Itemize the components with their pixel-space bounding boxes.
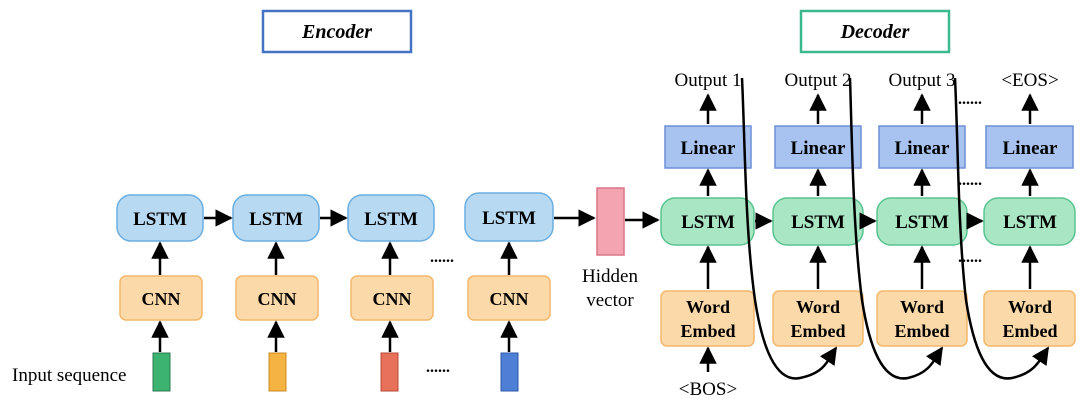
decoder-embed-line2: Embed bbox=[1002, 321, 1057, 341]
encoder-cnn-label: CNN bbox=[373, 289, 412, 309]
decoder-embed-line1: Word bbox=[686, 297, 730, 317]
encoder-cnn bbox=[235, 275, 319, 321]
decoder-embed-line1: Word bbox=[900, 297, 944, 317]
decoder-linear-label: Linear bbox=[1003, 138, 1058, 159]
encoder-lstm-label: LSTM bbox=[133, 209, 187, 230]
input-token-4 bbox=[500, 352, 519, 392]
encoder-title: Encoder bbox=[301, 21, 372, 43]
decoder-linear bbox=[664, 125, 752, 169]
encoder-ellipsis: ...... bbox=[430, 249, 454, 266]
encoder-cnn-label: CNN bbox=[258, 289, 297, 309]
decoder-ellipsis: ...... bbox=[958, 91, 982, 108]
decoder-linear bbox=[878, 125, 966, 169]
decoder-linear bbox=[774, 125, 862, 169]
decoder-embed bbox=[876, 290, 968, 347]
decoder-linear bbox=[985, 125, 1074, 169]
decoder-embed bbox=[660, 290, 755, 347]
encoder-lstm bbox=[347, 194, 435, 242]
encoder-lstm-label: LSTM bbox=[249, 209, 303, 230]
decoder-embed bbox=[772, 290, 864, 347]
encoder-lstm bbox=[232, 194, 320, 242]
input-token-3 bbox=[380, 352, 399, 392]
decoder-column-2: Output 2 Linear LSTM Word Embed bbox=[772, 70, 864, 347]
encoder-column-1: LSTM CNN bbox=[116, 194, 204, 392]
decoder-title: Decoder bbox=[840, 21, 910, 43]
encoder-lstm-label: LSTM bbox=[364, 209, 418, 230]
encoder-cnn bbox=[350, 275, 434, 321]
feedback-arrow-3 bbox=[953, 77, 1050, 380]
encoder-cnn bbox=[467, 275, 551, 321]
encoder-cnn bbox=[119, 275, 203, 321]
decoder-lstm bbox=[983, 197, 1076, 246]
encoder-lstm bbox=[464, 192, 554, 242]
feedback-arrow-1 bbox=[740, 77, 838, 380]
decoder-lstm bbox=[660, 197, 755, 246]
input-ellipsis: ...... bbox=[426, 359, 450, 376]
decoder-embed-line1: Word bbox=[1008, 297, 1052, 317]
decoder-lstm-label: LSTM bbox=[791, 212, 845, 233]
decoder-embed-line2: Embed bbox=[790, 321, 845, 341]
encoder-column-4: LSTM CNN bbox=[464, 192, 554, 392]
decoder-output: <EOS> bbox=[1001, 70, 1058, 91]
decoder-output: Output 1 bbox=[674, 70, 741, 91]
input-sequence-label: Input sequence bbox=[12, 365, 126, 386]
decoder-embed-line1: Word bbox=[796, 297, 840, 317]
decoder-embed bbox=[983, 290, 1076, 347]
decoder-linear-label: Linear bbox=[681, 138, 736, 159]
encoder-cnn-label: CNN bbox=[490, 289, 529, 309]
decoder-linear-label: Linear bbox=[791, 138, 846, 159]
decoder-column-4: <EOS> Linear LSTM Word Embed bbox=[983, 70, 1076, 347]
decoder-embed-line2: Embed bbox=[894, 321, 949, 341]
decoder-lstm-label: LSTM bbox=[895, 212, 949, 233]
hidden-label-line1: Hidden bbox=[582, 266, 638, 287]
input-token-2 bbox=[268, 352, 287, 392]
decoder-linear-label: Linear bbox=[895, 138, 950, 159]
encoder-cnn-label: CNN bbox=[142, 289, 181, 309]
decoder-lstm-label: LSTM bbox=[1003, 212, 1057, 233]
input-token-1 bbox=[152, 352, 171, 392]
encoder-title-box bbox=[261, 9, 413, 54]
decoder-title-box bbox=[799, 9, 951, 54]
encoder-lstm bbox=[116, 194, 204, 242]
decoder-column-3: Output 3 Linear LSTM Word Embed bbox=[876, 70, 968, 347]
decoder-output: Output 2 bbox=[784, 70, 851, 91]
decoder-output: Output 3 bbox=[888, 70, 955, 91]
decoder-column-1: Output 1 Linear LSTM Word Embed <BOS> bbox=[660, 70, 755, 400]
encoder-column-3: LSTM CNN bbox=[347, 194, 435, 392]
bos-token: <BOS> bbox=[679, 379, 737, 400]
encoder-column-2: LSTM CNN bbox=[232, 194, 320, 392]
decoder-ellipsis: ...... bbox=[958, 249, 982, 266]
hidden-vector bbox=[596, 187, 625, 256]
encoder-lstm-label: LSTM bbox=[482, 208, 536, 229]
hidden-label-line2: vector bbox=[586, 290, 634, 311]
decoder-lstm-label: LSTM bbox=[681, 212, 735, 233]
feedback-arrow-2 bbox=[848, 77, 944, 380]
decoder-embed-line2: Embed bbox=[680, 321, 735, 341]
decoder-ellipsis: ...... bbox=[958, 172, 982, 189]
